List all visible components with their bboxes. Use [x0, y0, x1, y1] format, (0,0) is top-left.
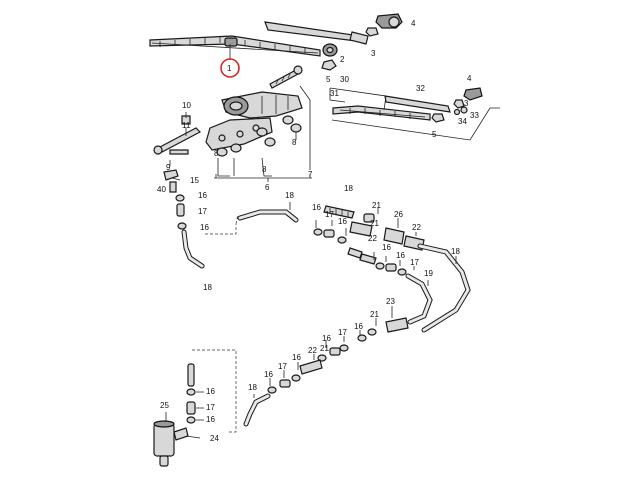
rear-nut-5 [431, 113, 445, 123]
label-6: 6 [265, 183, 270, 192]
label-5: 5 [326, 75, 331, 84]
label-18c: 18 [344, 184, 353, 193]
label-9: 9 [166, 163, 171, 172]
label-5-rear: 5 [432, 130, 437, 139]
label-21d: 21 [320, 344, 329, 353]
label-21a: 21 [372, 201, 381, 210]
rear-wiper-blade [332, 105, 431, 121]
label-16h: 16 [322, 334, 331, 343]
label-22a: 22 [412, 223, 421, 232]
nut-5 [321, 59, 337, 71]
label-17d: 17 [338, 328, 347, 337]
label-18e: 18 [248, 383, 257, 392]
label-18d: 18 [451, 247, 460, 256]
label-16f: 16 [396, 251, 405, 260]
label-16k: 16 [206, 387, 215, 396]
label-16i: 16 [292, 353, 301, 362]
label-17a: 17 [198, 207, 207, 216]
label-23: 23 [386, 297, 395, 306]
wiper-motor [221, 91, 303, 119]
label-16b: 16 [200, 223, 209, 232]
front-wiper-blade [149, 35, 321, 57]
label-30: 30 [340, 75, 349, 84]
label-18a: 18 [203, 283, 212, 292]
connector-16-17-16-left [175, 194, 187, 230]
label-15: 15 [190, 176, 199, 185]
label-16j: 16 [264, 370, 273, 379]
nut-3 [365, 27, 379, 37]
label-8a: 8 [214, 149, 219, 158]
label-18b: 18 [285, 191, 294, 200]
connector-23 [357, 317, 409, 342]
motor-bracket [205, 117, 273, 151]
front-wiper-arm [264, 21, 369, 45]
label-16a: 16 [198, 191, 207, 200]
label-31: 31 [330, 89, 339, 98]
bolt-10 [181, 115, 191, 125]
label-17c: 17 [410, 258, 419, 267]
stud-7 [269, 65, 303, 89]
grommet-2 [322, 43, 338, 57]
label-4: 4 [411, 19, 416, 28]
label-16c: 16 [312, 203, 321, 212]
arm-cap-4 [375, 13, 403, 29]
label-16g: 16 [354, 322, 363, 331]
label-11: 11 [182, 121, 191, 130]
label-22c: 22 [308, 346, 317, 355]
connectors-middle [313, 205, 425, 276]
rear-parts-3-34-33 [453, 99, 468, 116]
label-21c: 21 [370, 310, 379, 319]
spacers-8 [216, 115, 302, 157]
label-40: 40 [157, 185, 166, 194]
highlight-callout-1 [220, 44, 240, 78]
highlight-circle [220, 58, 240, 78]
label-19: 19 [424, 269, 433, 278]
label-4-rear: 4 [467, 74, 472, 83]
label-16l: 16 [206, 415, 215, 424]
pump-connectors [186, 363, 196, 424]
connectors-lower [267, 344, 349, 394]
label-21b: 21 [370, 219, 379, 228]
label-32: 32 [416, 84, 425, 93]
label-17f: 17 [206, 403, 215, 412]
label-2: 2 [340, 55, 345, 64]
label-33: 33 [470, 111, 479, 120]
label-8c: 8 [292, 138, 297, 147]
label-7: 7 [308, 170, 313, 179]
label-3-rear: 3 [464, 99, 469, 108]
link-rod [153, 127, 202, 155]
label-3: 3 [371, 49, 376, 58]
label-24: 24 [210, 434, 219, 443]
label-1: 1 [227, 64, 232, 73]
label-16e: 16 [382, 243, 391, 252]
label-8b: 8 [262, 165, 267, 174]
labels: 1 2 3 4 5 30 31 32 4 3 34 33 5 10 11 9 1… [157, 19, 479, 443]
label-16d: 16 [338, 217, 347, 226]
label-17e: 17 [278, 362, 287, 371]
washer-pump-25 [153, 420, 189, 467]
label-10: 10 [182, 101, 191, 110]
rear-cap-4 [463, 87, 483, 101]
nozzle-parts-15-40 [163, 169, 179, 193]
label-26: 26 [394, 210, 403, 219]
label-25: 25 [160, 401, 169, 410]
label-22b: 22 [368, 234, 377, 243]
label-34: 34 [458, 117, 467, 126]
label-17b: 17 [325, 210, 334, 219]
